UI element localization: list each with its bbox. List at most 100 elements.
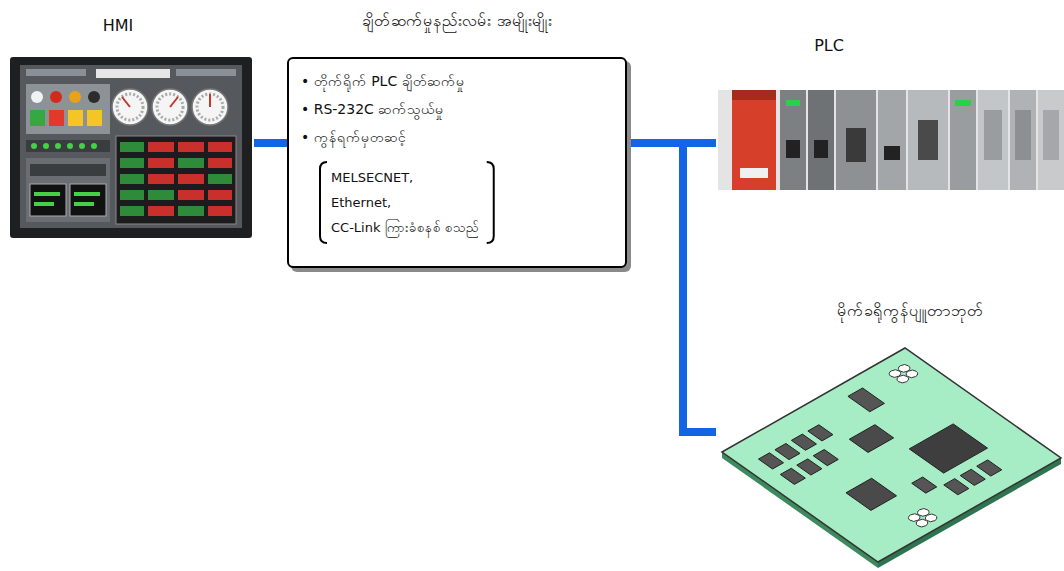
capacitor bbox=[923, 513, 939, 523]
mini-display bbox=[30, 184, 66, 216]
table-cell bbox=[208, 190, 232, 200]
indicator-dot bbox=[31, 143, 37, 149]
table-cell bbox=[208, 142, 232, 152]
switch-button bbox=[87, 110, 102, 126]
status-led bbox=[786, 100, 800, 106]
switch-button bbox=[30, 110, 45, 126]
table-cell bbox=[148, 142, 174, 152]
gauge-ticks bbox=[157, 94, 183, 120]
panel-strip bbox=[30, 164, 106, 176]
list-item: • RS-232C ဆက်သွယ်မှု bbox=[301, 95, 611, 123]
network-item: CC-Link ကြားခံစနစ် စသည် bbox=[331, 215, 479, 240]
chip bbox=[977, 460, 1002, 476]
processor bbox=[909, 424, 987, 473]
indicator-dot bbox=[43, 143, 49, 149]
ic bbox=[849, 425, 893, 453]
box-frame: • တိုက်ရိုက် PLC ချိတ်ဆက်မှု• RS-232C ဆက… bbox=[287, 57, 627, 268]
table-cell bbox=[178, 174, 204, 184]
lamp bbox=[88, 91, 100, 103]
switch-button bbox=[68, 110, 83, 126]
lamp bbox=[69, 91, 81, 103]
network-cable bbox=[254, 139, 287, 147]
indicator-strip bbox=[26, 140, 110, 152]
connector bbox=[918, 120, 938, 160]
ic bbox=[846, 478, 897, 510]
board-parts bbox=[748, 363, 1041, 548]
chip bbox=[912, 477, 937, 493]
lamp bbox=[50, 91, 62, 103]
info-box: ချိတ်ဆက်မှုနည်းလမ်း အမျိုးမျိုး• တိုက်ရိ… bbox=[287, 4, 627, 268]
table-cell bbox=[178, 206, 204, 216]
io-module bbox=[808, 90, 834, 190]
board-device: မိုက်ခရိုကွန်ပျူတာဘုတ် bbox=[716, 301, 1062, 567]
module-top bbox=[732, 90, 776, 100]
display-line bbox=[34, 192, 60, 196]
mini-display bbox=[70, 184, 106, 216]
display-line bbox=[34, 202, 54, 206]
list-item: • တိုက်ရိုက် PLC ချိတ်ဆက်မှု bbox=[301, 67, 611, 95]
table-cell bbox=[208, 206, 232, 216]
plc-device: PLC bbox=[716, 36, 1064, 192]
hmi-bezel bbox=[10, 57, 252, 238]
table-cell bbox=[148, 190, 174, 200]
gauge-needle bbox=[170, 97, 178, 107]
table-cell bbox=[208, 158, 232, 168]
screen-bar bbox=[26, 69, 86, 76]
io-module bbox=[908, 90, 948, 190]
module-tag bbox=[740, 168, 768, 178]
indicator-dot bbox=[55, 143, 61, 149]
port bbox=[884, 146, 900, 160]
hmi-screen bbox=[20, 65, 242, 228]
table-cell bbox=[208, 174, 232, 184]
gauge-ticks bbox=[117, 94, 143, 120]
screen-bar bbox=[176, 69, 236, 76]
ic bbox=[848, 388, 884, 412]
chip bbox=[808, 425, 833, 441]
indicator-dot bbox=[67, 143, 73, 149]
board-illustration bbox=[722, 348, 1061, 568]
hmi-illustration bbox=[10, 57, 252, 238]
table-cell bbox=[120, 174, 144, 184]
network-item: Ethernet, bbox=[331, 190, 479, 215]
table-cell bbox=[120, 206, 144, 216]
table-cell bbox=[120, 158, 144, 168]
table-cell bbox=[120, 190, 144, 200]
plc-base bbox=[718, 90, 1064, 190]
power-module bbox=[732, 90, 776, 190]
switch-button bbox=[49, 110, 64, 126]
io-module bbox=[878, 90, 906, 190]
hmi-device: HMI bbox=[8, 16, 254, 240]
chip bbox=[944, 479, 969, 495]
connector bbox=[846, 128, 866, 162]
chip bbox=[780, 468, 805, 484]
chip bbox=[813, 450, 838, 466]
table-cell bbox=[148, 158, 174, 168]
box-heading: ချိတ်ဆက်မှုနည်းလမ်း အမျိုးမျိုး bbox=[287, 4, 627, 57]
screen-title-bar bbox=[96, 69, 170, 78]
io-module bbox=[950, 90, 976, 190]
bracket-group: MELSECNET,Ethernet,CC-Link ကြားခံစနစ် စသ… bbox=[317, 161, 497, 244]
list-item: • ကွန်ရက်မှတဆင့် bbox=[301, 123, 611, 151]
lamp bbox=[31, 91, 43, 103]
table-cell bbox=[120, 142, 144, 152]
indicator-dot bbox=[79, 143, 85, 149]
table-cell bbox=[178, 142, 204, 152]
circuit-board bbox=[722, 348, 1061, 562]
table-cell bbox=[178, 158, 204, 168]
indicator-dot bbox=[91, 143, 97, 149]
gauge bbox=[192, 89, 228, 125]
button-panel bbox=[26, 84, 110, 134]
io-module bbox=[836, 90, 876, 190]
terminal-block bbox=[1043, 110, 1059, 160]
terminal-block bbox=[984, 110, 1002, 160]
io-module bbox=[1010, 90, 1036, 190]
plc-illustration bbox=[718, 90, 1064, 190]
table-cell bbox=[178, 190, 204, 200]
io-module bbox=[1038, 90, 1064, 190]
network-item: MELSECNET, bbox=[331, 165, 479, 190]
chip bbox=[758, 453, 783, 469]
cpu-module bbox=[780, 90, 806, 190]
monitor-panel bbox=[26, 158, 110, 222]
table-cell bbox=[148, 174, 174, 184]
